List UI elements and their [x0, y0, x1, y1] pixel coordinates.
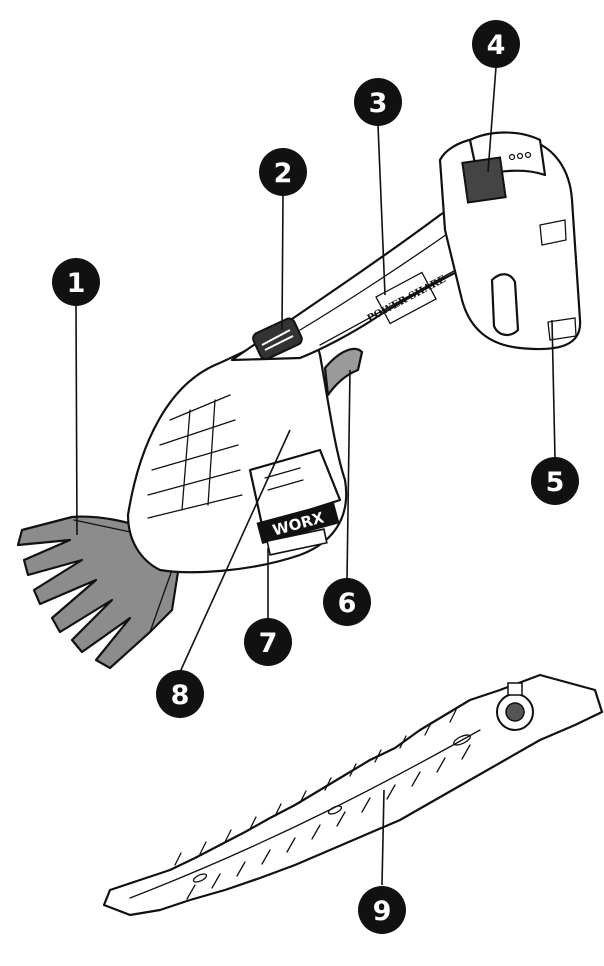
callout-9: 9	[358, 886, 406, 934]
callout-2: 2	[259, 148, 307, 196]
callout-number: 7	[259, 628, 278, 659]
callout-number: 6	[338, 588, 357, 619]
callout-5: 5	[531, 457, 579, 505]
callout-8: 8	[156, 670, 204, 718]
callout-number: 2	[274, 158, 293, 189]
callout-number: 9	[373, 896, 392, 927]
callout-4: 4	[472, 20, 520, 68]
battery-pack	[440, 133, 580, 350]
callout-number: 5	[546, 467, 565, 498]
callout-3: 3	[354, 78, 402, 126]
callout-number: 1	[67, 268, 86, 299]
callout-1: 1	[52, 258, 100, 306]
callout-number: 4	[487, 30, 506, 61]
callout-number: 3	[369, 88, 388, 119]
callout-7: 7	[244, 618, 292, 666]
callout-6: 6	[323, 578, 371, 626]
callout-number: 8	[171, 680, 190, 711]
